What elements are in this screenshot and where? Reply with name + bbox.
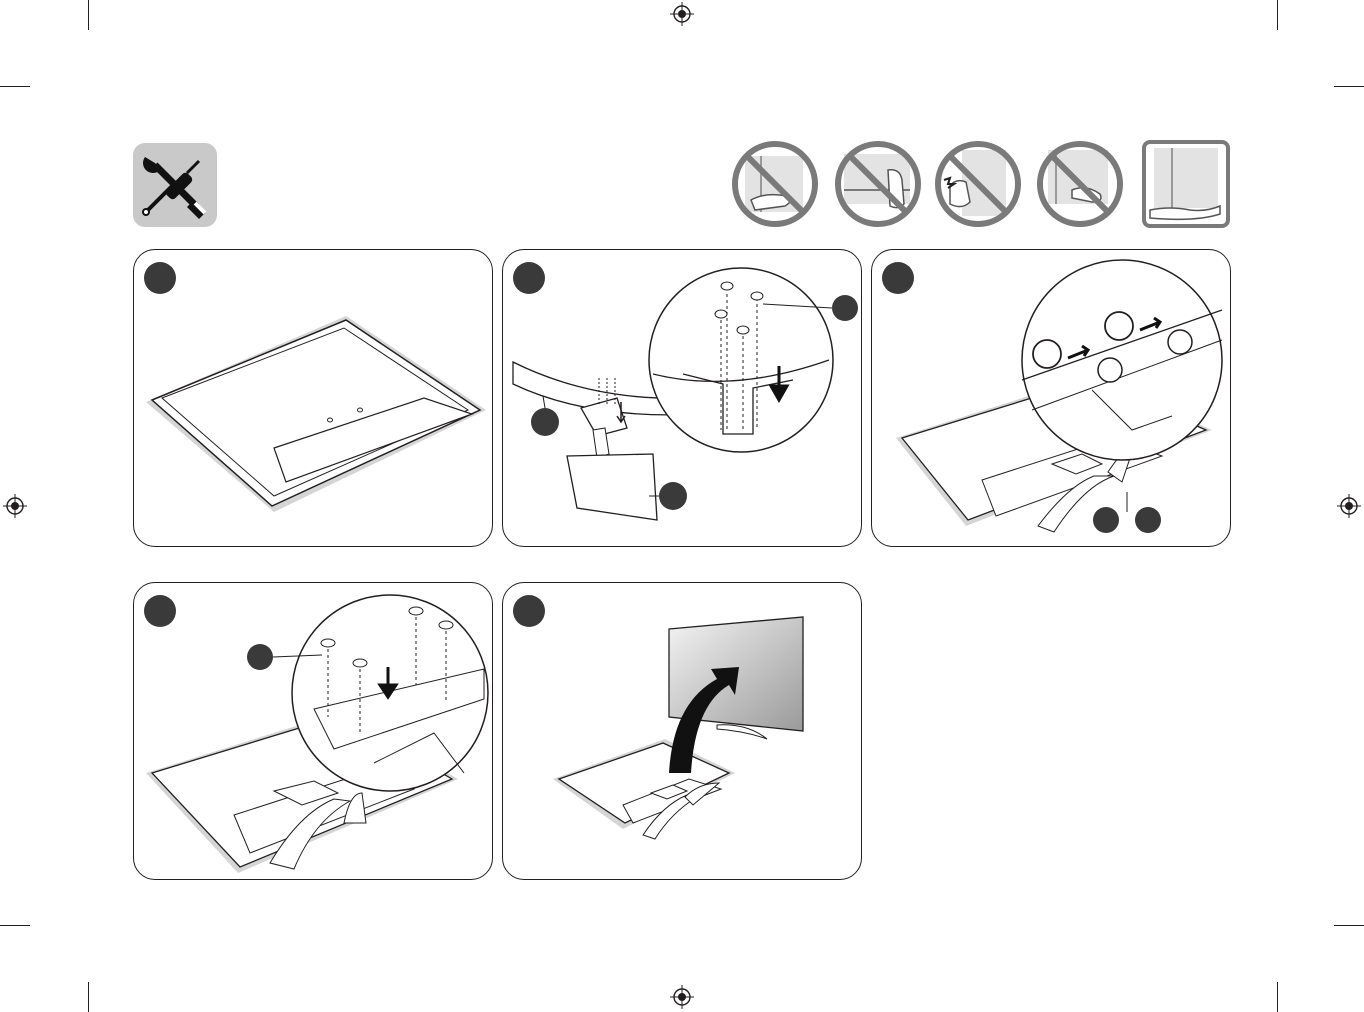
no-press-screen-icon bbox=[934, 140, 1022, 228]
tv-facedown-icon bbox=[134, 250, 493, 547]
step-2-panel bbox=[502, 249, 862, 547]
step-3-panel bbox=[871, 249, 1231, 547]
handling-guide-3 bbox=[934, 140, 1022, 228]
crop-mark-bottom-right-h bbox=[1334, 925, 1364, 926]
hold-frame-ok-icon bbox=[1142, 140, 1230, 228]
registration-mark-bottom-icon bbox=[670, 985, 694, 1009]
tv-raise-upright-icon bbox=[503, 583, 862, 880]
step-1-panel bbox=[133, 249, 493, 547]
stand-to-tv-screws-icon bbox=[134, 583, 493, 880]
screwdriver-wrench-icon bbox=[133, 143, 217, 227]
stand-body-screws-icon bbox=[503, 250, 862, 547]
crop-mark-top-right-h bbox=[1334, 86, 1364, 87]
step-4-panel bbox=[133, 582, 493, 880]
crop-mark-bottom-left-h bbox=[0, 925, 30, 926]
handling-guide-5 bbox=[1142, 140, 1230, 228]
crop-mark-top-left-h bbox=[0, 86, 30, 87]
handling-guide-4 bbox=[1036, 140, 1124, 228]
handling-guide-1 bbox=[731, 140, 819, 228]
registration-mark-right-icon bbox=[1337, 494, 1361, 518]
crop-mark-bottom-left bbox=[88, 982, 89, 1012]
registration-mark-top-icon bbox=[670, 2, 694, 26]
stand-base-attach-icon bbox=[872, 250, 1231, 547]
no-hold-bottom-icon bbox=[731, 140, 819, 228]
crop-mark-bottom-right bbox=[1277, 982, 1278, 1012]
no-hold-corner-icon bbox=[1036, 140, 1124, 228]
handling-guide-2 bbox=[834, 140, 922, 228]
tools-box bbox=[133, 143, 217, 227]
no-grip-screen-icon bbox=[834, 140, 922, 228]
registration-mark-left-icon bbox=[3, 494, 27, 518]
crop-mark-top-right bbox=[1277, 0, 1278, 30]
crop-mark-top-left bbox=[88, 0, 89, 30]
step-5-panel bbox=[502, 582, 862, 880]
